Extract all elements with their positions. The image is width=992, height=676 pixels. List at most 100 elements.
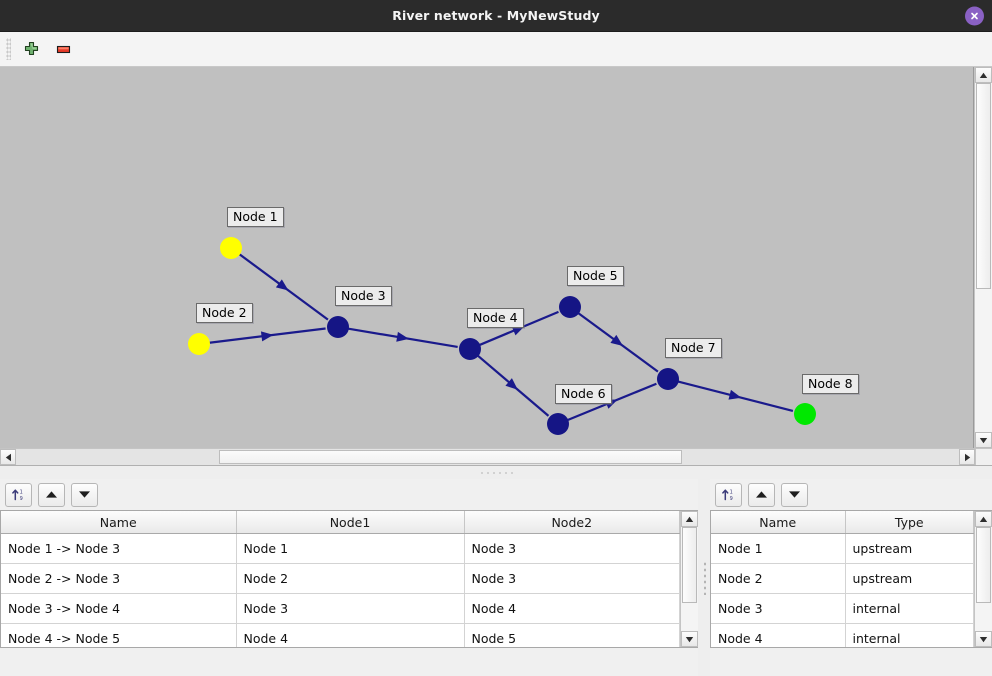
canvas-horizontal-scrollbar[interactable] [0, 448, 975, 465]
column-header[interactable]: Node2 [464, 511, 680, 534]
vertical-scroll-track[interactable] [975, 83, 992, 432]
canvas-vertical-scrollbar[interactable] [974, 67, 992, 448]
edge-arrow-icon [396, 331, 409, 342]
nodes-scroll-up-button[interactable] [975, 511, 992, 527]
table-cell[interactable]: upstream [845, 563, 974, 594]
table-cell[interactable]: Node 2 -> Node 3 [1, 563, 237, 594]
arrow-down-icon [789, 491, 800, 498]
branches-move-up-button[interactable] [38, 482, 65, 507]
graph-node-label[interactable]: Node 7 [665, 338, 722, 358]
nodes-scroll-track[interactable] [975, 527, 992, 631]
table-cell[interactable]: Node 3 -> Node 4 [1, 593, 237, 624]
column-header[interactable]: Name [1, 511, 237, 534]
caret-up-icon [979, 72, 988, 78]
horizontal-splitter[interactable] [0, 465, 992, 479]
graph-node[interactable] [657, 368, 679, 390]
branches-scroll-thumb[interactable] [682, 527, 697, 603]
graph-node-label[interactable]: Node 4 [467, 308, 524, 328]
table-cell[interactable]: Node 2 [236, 563, 465, 594]
branches-vertical-scrollbar[interactable] [680, 511, 698, 647]
graph-node-label[interactable]: Node 3 [335, 286, 392, 306]
vertical-splitter-grip [702, 560, 706, 595]
table-cell[interactable]: Node 1 [711, 533, 846, 564]
scroll-right-button[interactable] [959, 449, 975, 465]
caret-down-icon [685, 636, 694, 642]
horizontal-scroll-thumb[interactable] [219, 450, 682, 464]
table-cell[interactable]: Node 5 [464, 623, 680, 647]
column-header[interactable]: Node1 [236, 511, 465, 534]
branches-scroll-track[interactable] [681, 527, 698, 631]
graph-node-label[interactable]: Node 2 [196, 303, 253, 323]
graph-node-label[interactable]: Node 6 [555, 384, 612, 404]
table-cell[interactable]: Node 1 -> Node 3 [1, 533, 237, 564]
svg-text:1: 1 [20, 490, 23, 496]
nodes-move-down-button[interactable] [781, 482, 808, 507]
table-cell[interactable]: Node 4 [711, 623, 846, 647]
river-network-canvas[interactable]: Node 1 Node 2 Node 3 Node 4 Node 5 Node 6 Node… [0, 67, 974, 448]
table-cell[interactable]: internal [845, 593, 974, 624]
branches-statusbar [0, 648, 698, 676]
column-header[interactable]: Type [845, 511, 974, 534]
scroll-down-button[interactable] [975, 432, 992, 448]
graph-node[interactable] [188, 333, 210, 355]
table-cell[interactable]: internal [845, 623, 974, 647]
close-button[interactable] [965, 6, 984, 25]
graph-node-label[interactable]: Node 8 [802, 374, 859, 394]
graph-node[interactable] [559, 296, 581, 318]
sort-ascending-icon: 1 9 [12, 489, 23, 502]
branches-scroll-up-button[interactable] [681, 511, 698, 527]
table-cell[interactable]: Node 4 -> Node 5 [1, 623, 237, 647]
nodes-scroll-thumb[interactable] [976, 527, 991, 603]
table-cell[interactable]: Node 3 [711, 593, 846, 624]
scroll-up-button[interactable] [975, 67, 992, 83]
add-node-button[interactable] [17, 35, 45, 63]
graph-node[interactable] [794, 403, 816, 425]
table-cell[interactable]: Node 1 [236, 533, 465, 564]
column-header[interactable]: Name [711, 511, 846, 534]
table-cell[interactable]: Node 3 [236, 593, 465, 624]
vertical-scroll-thumb[interactable] [976, 83, 991, 289]
branches-sort-button[interactable]: 1 9 [5, 482, 32, 507]
graph-node-label[interactable]: Node 5 [567, 266, 624, 286]
caret-right-icon [964, 453, 970, 461]
branches-move-down-button[interactable] [71, 482, 98, 507]
nodes-move-up-button[interactable] [748, 482, 775, 507]
graph-node[interactable] [220, 237, 242, 259]
remove-node-button[interactable] [49, 35, 77, 63]
caret-down-icon [979, 636, 988, 642]
table-cell[interactable]: Node 3 [464, 533, 680, 564]
graph-node-label[interactable]: Node 1 [227, 207, 284, 227]
graph-node[interactable] [547, 413, 569, 435]
sort-ascending-icon: 1 9 [722, 489, 733, 502]
nodes-scroll-down-button[interactable] [975, 631, 992, 647]
table-cell[interactable]: Node 4 [236, 623, 465, 647]
table-cell[interactable]: Node 4 [464, 593, 680, 624]
horizontal-scroll-track[interactable] [16, 449, 959, 465]
table-cell[interactable]: Node 2 [711, 563, 846, 594]
graph-node[interactable] [459, 338, 481, 360]
arrow-down-icon [79, 491, 90, 498]
branches-scroll-down-button[interactable] [681, 631, 698, 647]
table-cell[interactable]: upstream [845, 533, 974, 564]
table-cell[interactable]: Node 3 [464, 563, 680, 594]
scroll-left-button[interactable] [0, 449, 16, 465]
vertical-splitter[interactable] [698, 479, 710, 676]
nodes-vertical-scrollbar[interactable] [974, 511, 992, 647]
graph-node[interactable] [327, 316, 349, 338]
nodes-sort-button[interactable]: 1 9 [715, 482, 742, 507]
toolbar-grip[interactable] [6, 38, 11, 60]
